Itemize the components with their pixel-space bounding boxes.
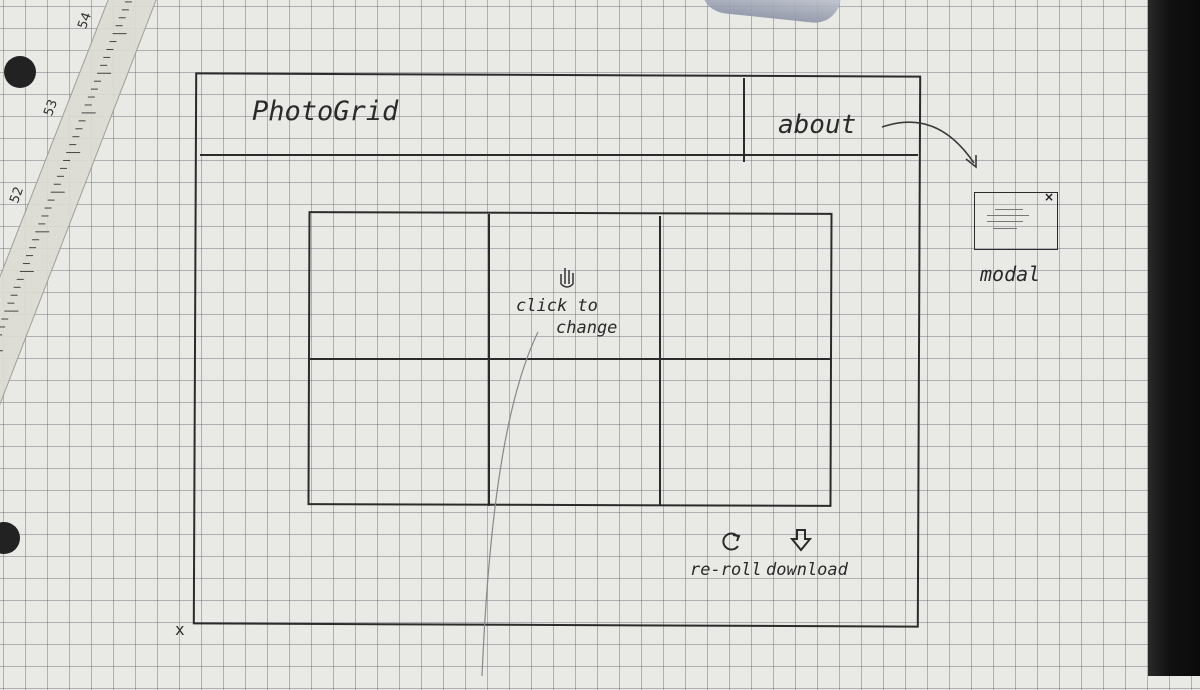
modal-preview: × bbox=[974, 190, 1058, 250]
reroll-button[interactable]: re-roll bbox=[690, 560, 762, 580]
modal-text-line bbox=[993, 228, 1017, 229]
hand-pointer-icon bbox=[560, 268, 574, 288]
app-title[interactable]: PhotoGrid bbox=[252, 96, 399, 127]
click-to-change-hint-line2: change bbox=[556, 318, 618, 338]
ruler: 5453525150 bbox=[0, 0, 157, 406]
header-divider bbox=[200, 154, 918, 156]
click-to-change-hint-line1: click to bbox=[516, 296, 598, 316]
download-arrow-icon[interactable] bbox=[788, 528, 814, 554]
modal-text-line bbox=[995, 209, 1023, 210]
download-button[interactable]: download bbox=[766, 560, 848, 580]
grid-cell[interactable] bbox=[310, 361, 486, 504]
grid-row-divider bbox=[308, 358, 831, 360]
about-to-modal-arrow bbox=[881, 121, 977, 169]
modal-text-line bbox=[987, 215, 1029, 216]
modal-close-icon[interactable]: × bbox=[1043, 190, 1054, 204]
grid-col-divider bbox=[488, 214, 490, 506]
ruler-tick-label: 52 bbox=[7, 185, 27, 206]
corner-x-mark: x bbox=[175, 620, 185, 639]
pen-cap bbox=[698, 0, 842, 26]
refresh-icon[interactable] bbox=[720, 529, 744, 553]
about-link[interactable]: about bbox=[778, 110, 857, 140]
grid-cell[interactable] bbox=[662, 361, 830, 504]
punch-hole-bottom bbox=[0, 522, 20, 554]
grid-cell[interactable] bbox=[662, 214, 830, 356]
ruler-tick-label: 53 bbox=[41, 98, 61, 119]
dark-table-edge bbox=[1148, 0, 1200, 676]
ruler-tick-label: 54 bbox=[75, 10, 95, 31]
modal-label: modal bbox=[980, 262, 1041, 286]
punch-hole-top bbox=[4, 56, 36, 88]
pencil-stroke bbox=[481, 331, 539, 677]
modal-text-line bbox=[987, 221, 1023, 222]
grid-col-divider bbox=[659, 216, 661, 506]
grid-cell[interactable] bbox=[310, 214, 486, 356]
header-about-divider bbox=[743, 78, 745, 162]
